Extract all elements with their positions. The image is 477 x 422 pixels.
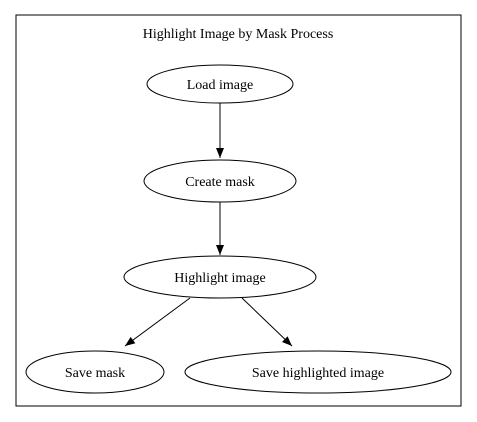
node-create-mask: Create mask bbox=[143, 159, 297, 203]
edge-highlight-to-save-mask bbox=[124, 297, 191, 347]
edge-highlight-to-save-highlighted bbox=[241, 297, 293, 347]
node-save-mask: Save mask bbox=[25, 350, 165, 394]
node-highlight-image-label: Highlight image bbox=[174, 271, 265, 286]
diagram-title: Highlight Image by Mask Process bbox=[143, 27, 334, 42]
node-load-image-label: Load image bbox=[187, 78, 253, 93]
node-save-highlighted-image-label: Save highlighted image bbox=[252, 366, 384, 381]
node-save-mask-label: Save mask bbox=[65, 366, 125, 381]
node-save-highlighted-image: Save highlighted image bbox=[184, 350, 452, 394]
node-highlight-image: Highlight image bbox=[123, 255, 317, 299]
node-load-image: Load image bbox=[146, 64, 294, 104]
node-create-mask-label: Create mask bbox=[185, 175, 255, 190]
cluster-frame bbox=[15, 14, 462, 407]
